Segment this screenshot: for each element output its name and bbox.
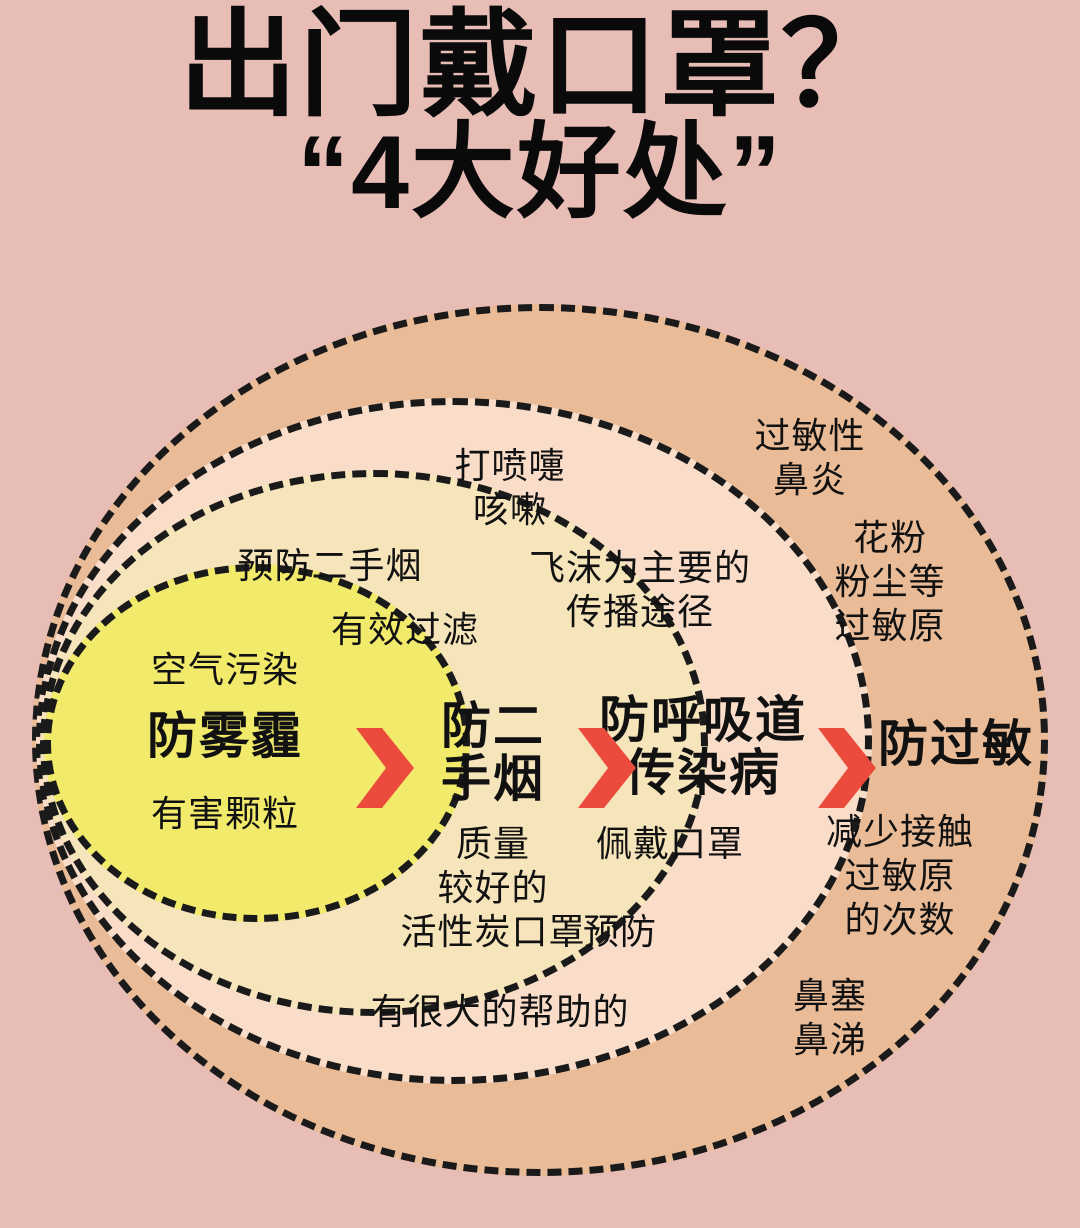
stage4-bottom-label: 减少接触 过敏原 的次数 — [825, 811, 974, 940]
page-title: 出门戴口罩？ “4大好处” — [0, 0, 1080, 232]
stage2-top-label: 预防二手烟 — [237, 545, 423, 586]
stage4-top-label: 过敏性 鼻炎 — [754, 415, 866, 500]
stage3-mid-label: 飞沫为主要的 传播途径 — [528, 547, 751, 632]
stage3-lower-label-1: 佩戴口罩 — [595, 823, 744, 864]
stage2-bottom-label: 质量 较好的 活性炭口罩 — [400, 823, 586, 952]
stage3-top-label: 打喷嚏 咳嗽 — [454, 445, 566, 530]
stage2-main-label: 防二 手烟 — [441, 698, 545, 807]
stage1-bottom-label: 有害颗粒 — [150, 793, 299, 834]
title-line-secondary: “4大好处” — [297, 115, 783, 232]
chevron-right-icon — [578, 726, 640, 810]
title-line-primary: 出门戴口罩？ — [178, 0, 902, 130]
chevron-right-icon — [818, 726, 880, 810]
stage1-main-label: 防雾霾 — [147, 708, 303, 764]
stage4-lower-label: 鼻塞 鼻涕 — [792, 975, 867, 1060]
stage3-lower-label-2: 预防 — [582, 911, 657, 952]
stage4-mid-label: 花粉 粉尘等 过敏原 — [834, 517, 946, 646]
stage4-main-label: 防过敏 — [878, 716, 1034, 772]
stage2-mid-label: 有效过滤 — [330, 609, 479, 650]
nested-circles-diagram: 过敏性 鼻炎 花粉 粉尘等 过敏原 防过敏 减少接触 过敏原 的次数 鼻塞 鼻涕… — [0, 276, 1080, 1228]
diagram-note-label: 有很大的帮助的 — [370, 991, 630, 1032]
stage3-main-label: 防呼吸道 传染病 — [599, 692, 807, 801]
stage1-top-label: 空气污染 — [150, 649, 299, 690]
ring-smog — [44, 564, 470, 922]
chevron-right-icon — [356, 726, 418, 810]
